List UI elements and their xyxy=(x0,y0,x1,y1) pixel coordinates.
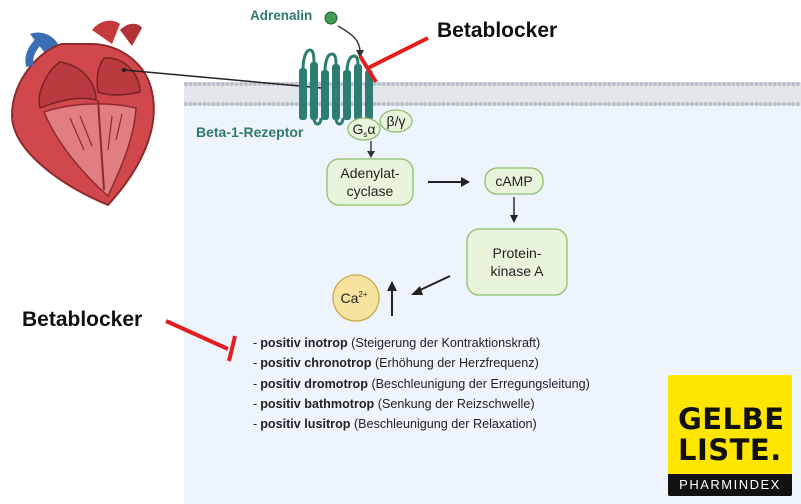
up-arrow-icon-head xyxy=(387,281,397,291)
effects-list: -positiv inotrop (Steigerung der Kontrak… xyxy=(253,333,590,434)
effect-bullet: - xyxy=(253,376,258,391)
adenylate-cyclase-node xyxy=(326,158,414,206)
heart-illustration xyxy=(10,20,155,207)
protein-kinase-a-node xyxy=(466,228,568,296)
effect-bullet: - xyxy=(253,336,258,350)
effect-item: -positiv chronotrop (Erhöhung der Herzfr… xyxy=(253,353,590,373)
effect-item: -positiv dromotrop (Beschleunigung der E… xyxy=(253,374,590,394)
adrenalin-arrow xyxy=(337,25,361,53)
inhibition-line-top xyxy=(367,36,429,70)
adrenalin-molecule-icon xyxy=(324,11,338,25)
effect-description: (Beschleunigung der Relaxation) xyxy=(350,417,537,432)
effect-term: positiv dromotrop xyxy=(260,376,368,391)
logo-bar: PHARMINDEX xyxy=(668,474,792,496)
inhibition-line-left xyxy=(165,319,229,351)
effect-term: positiv inotrop xyxy=(260,336,348,350)
beta1-receptor xyxy=(299,48,373,126)
effect-term: positiv bathmotrop xyxy=(260,396,375,411)
calcium-label: Ca2+ xyxy=(340,290,367,306)
gs-alpha-label: Gsα xyxy=(353,121,376,139)
effect-description: (Senkung der Reizschwelle) xyxy=(374,396,535,411)
effect-item: -positiv inotrop (Steigerung der Kontrak… xyxy=(253,333,590,353)
arrow-camp-to-pka-head xyxy=(510,215,518,223)
effect-item: -positiv bathmotrop (Senkung der Reizsch… xyxy=(253,394,590,414)
effect-term: positiv chronotrop xyxy=(260,356,372,371)
pka-line1: Protein- xyxy=(492,245,541,261)
effect-description: (Erhöhung der Herzfrequenz) xyxy=(371,356,539,371)
cell-membrane xyxy=(184,82,801,106)
effect-bullet: - xyxy=(253,356,258,371)
effect-term: positiv lusitrop xyxy=(260,417,351,432)
arrow-gs-to-ac-head xyxy=(367,151,375,158)
logo-line1: GELBE xyxy=(678,402,785,436)
effect-bullet: - xyxy=(253,396,258,411)
adenylate-cyclase-line2: cyclase xyxy=(347,183,394,199)
betablocker-top-label: Betablocker xyxy=(437,19,558,42)
beta-gamma-subunit xyxy=(379,109,413,133)
inhibition-bar-left xyxy=(227,335,237,362)
effect-description: (Steigerung der Kontraktionskraft) xyxy=(347,336,541,350)
betablocker-left-label: Betablocker xyxy=(22,308,143,331)
inhibition-bar-top xyxy=(358,54,378,84)
camp-node xyxy=(484,167,544,195)
logo-line2: LISTE. xyxy=(678,433,782,467)
gs-alpha-subunit xyxy=(347,117,381,141)
effect-description: (Beschleunigung der Erregungsleitung) xyxy=(367,376,590,391)
camp-label: cAMP xyxy=(495,173,532,189)
pka-line2: kinase A xyxy=(491,263,545,279)
gelbe-liste-logo: GELBE LISTE. PHARMINDEX xyxy=(668,375,792,496)
heart-pointer-dot xyxy=(122,68,126,72)
adrenalin-label: Adrenalin xyxy=(250,8,313,23)
effect-item: -positiv lusitrop (Beschleunigung der Re… xyxy=(253,414,590,434)
adrenalin-arrow-head xyxy=(356,50,364,58)
effect-bullet: - xyxy=(253,417,258,432)
heart-pointer-line xyxy=(123,69,323,89)
adenylate-cyclase-line1: Adenylat- xyxy=(340,165,399,181)
arrow-pka-to-ca xyxy=(417,275,451,292)
arrow-ac-to-camp-head xyxy=(461,177,470,187)
calcium-node xyxy=(332,274,380,322)
beta-gamma-label: β/γ xyxy=(387,113,406,129)
beta1-receptor-label: Beta-1-Rezeptor xyxy=(196,124,304,140)
arrow-pka-to-ca-head xyxy=(411,286,423,295)
